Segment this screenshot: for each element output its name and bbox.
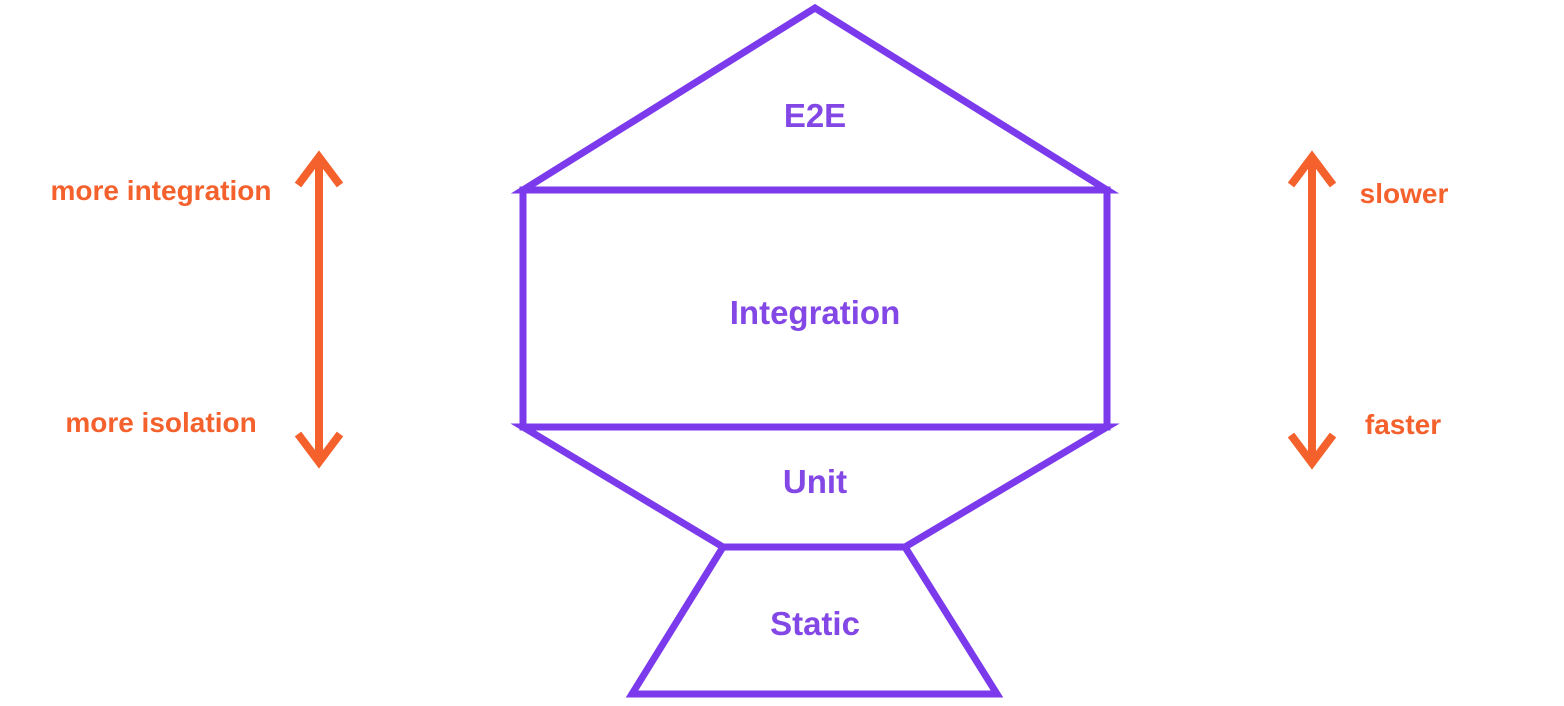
more-isolation-label: more isolation [65, 407, 257, 438]
integration-label: Integration [729, 294, 901, 331]
right-double-arrow-icon [1287, 150, 1337, 470]
right-arrow-down-head [1287, 432, 1337, 470]
unit-label: Unit [782, 463, 848, 500]
left-double-arrow-icon [294, 150, 344, 469]
left-arrow-up-head [294, 150, 344, 188]
right-arrow-up-head [1287, 150, 1337, 188]
left-arrow-down-head [294, 431, 344, 469]
static-label: Static [770, 605, 860, 642]
faster-label: faster [1364, 409, 1442, 440]
more-integration-label: more integration [50, 175, 272, 206]
slower-label: slower [1359, 178, 1449, 209]
e2e-label: E2E [783, 97, 847, 134]
static-trapezoid-shape [625, 543, 1004, 698]
